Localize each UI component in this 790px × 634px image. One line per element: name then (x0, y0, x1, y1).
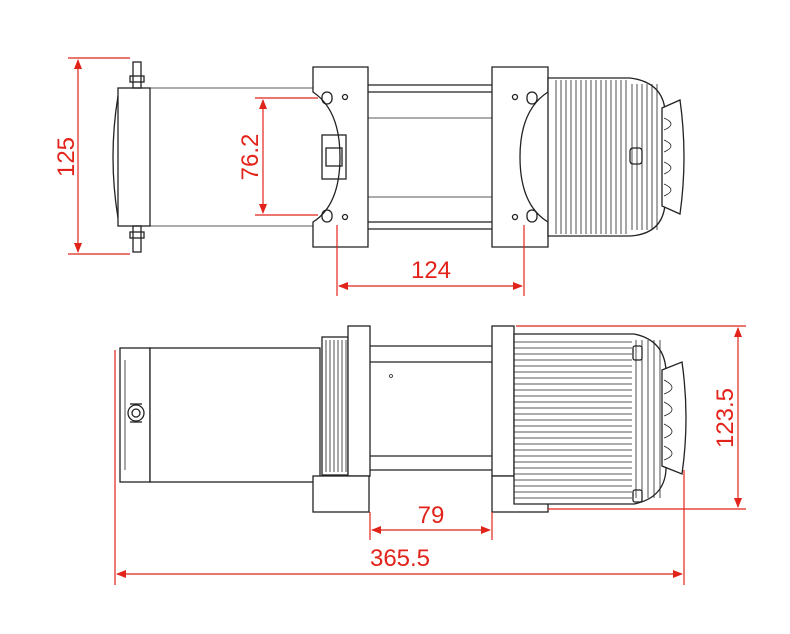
dim-label-125: 125 (53, 137, 80, 177)
dimension-lines (68, 57, 746, 585)
dim-label-76-2: 76.2 (237, 134, 264, 181)
side-left-flange (312, 325, 371, 513)
dim-label-123-5: 123.5 (712, 388, 739, 448)
control-box (112, 61, 315, 253)
side-drum (370, 345, 492, 471)
side-control-box (119, 347, 321, 483)
mount-slot (321, 209, 333, 223)
right-end-plate (491, 66, 549, 248)
dim-label-79: 79 (418, 502, 445, 529)
mount-slot (321, 91, 333, 105)
dim-label-365-5: 365.5 (370, 545, 430, 572)
dimension-labels: 125 76.2 124 123.5 79 365.5 (53, 134, 739, 572)
dim-label-124: 124 (411, 257, 451, 284)
side-view (119, 325, 687, 513)
top-view (112, 61, 685, 253)
motor (547, 77, 685, 237)
left-end-plate (312, 66, 369, 248)
tie-rods (368, 84, 492, 230)
side-motor (513, 333, 687, 505)
